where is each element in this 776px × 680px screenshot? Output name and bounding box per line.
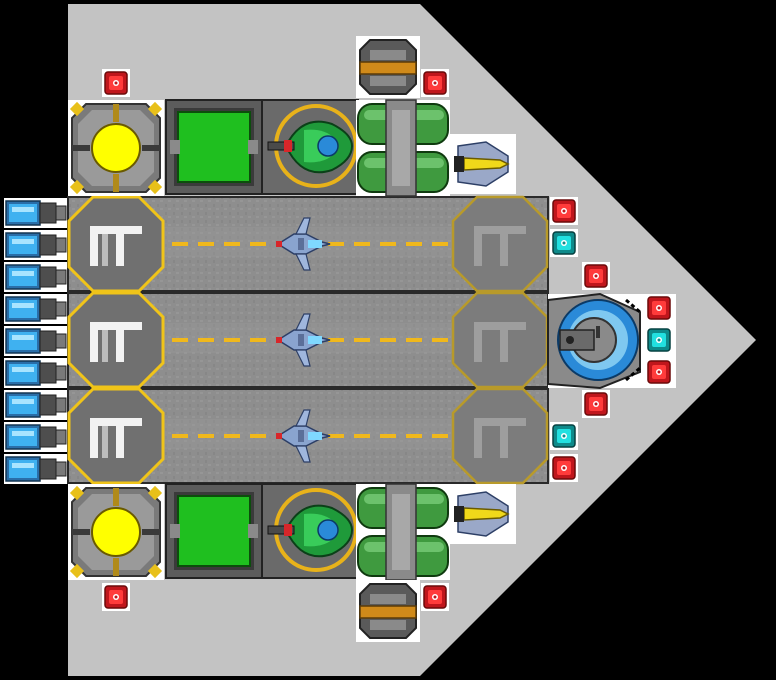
runway-dash	[432, 338, 448, 342]
power-node-red[interactable]	[420, 582, 450, 612]
command-bridge[interactable]	[547, 292, 676, 390]
runway-dash	[198, 338, 214, 342]
runway-dash	[354, 434, 370, 438]
power-node-cyan[interactable]	[549, 421, 579, 451]
hangar-bay-top[interactable]	[67, 195, 549, 293]
hangar-bays	[67, 195, 549, 485]
power-node-red[interactable]	[581, 261, 611, 291]
turret-icon[interactable]	[260, 482, 360, 580]
runway-dash	[380, 338, 396, 342]
launch-pad-icon	[67, 291, 165, 389]
runway-dash	[224, 242, 240, 246]
runway-dash	[224, 434, 240, 438]
runway-dash	[354, 242, 370, 246]
fuel-tank-icon[interactable]	[355, 483, 451, 581]
engine-nozzle-icon	[3, 261, 69, 293]
engine-nozzle-icon	[3, 357, 69, 389]
hangar-bay-middle[interactable]	[67, 291, 549, 389]
engine-nozzle-icon	[3, 325, 69, 357]
power-node-red[interactable]	[549, 453, 579, 483]
runway-dash	[172, 242, 188, 246]
power-node-red[interactable]	[644, 293, 674, 323]
thruster-pod-icon[interactable]	[449, 133, 517, 195]
runway-dash	[250, 434, 266, 438]
engine-nozzle-icon	[3, 389, 69, 421]
runway-dash	[380, 242, 396, 246]
runway-dash	[406, 338, 422, 342]
landing-pad-icon	[451, 195, 549, 293]
bridge-marker-icon	[625, 298, 641, 314]
engine-nozzle-icon	[3, 197, 69, 229]
runway-dash	[380, 434, 396, 438]
runway-dash	[354, 338, 370, 342]
runway-dash	[432, 242, 448, 246]
power-node-red[interactable]	[101, 68, 131, 98]
runway-dash	[328, 434, 344, 438]
power-node-red[interactable]	[644, 357, 674, 387]
power-node-cyan[interactable]	[549, 228, 579, 258]
launch-pad-icon	[67, 387, 165, 485]
reactor-icon[interactable]	[67, 483, 165, 581]
runway-dash	[328, 338, 344, 342]
engine-nozzle-icon	[3, 421, 69, 453]
power-node-red[interactable]	[581, 389, 611, 419]
runway-dash	[172, 338, 188, 342]
missile-launcher-icon[interactable]	[355, 35, 421, 99]
power-node-cyan[interactable]	[644, 325, 674, 355]
landing-pad-icon	[451, 387, 549, 485]
runway-dash	[250, 338, 266, 342]
runway-dash	[250, 242, 266, 246]
runway-dash	[406, 434, 422, 438]
launch-pad-icon	[67, 195, 165, 293]
engine-nozzle-icon	[3, 453, 69, 485]
runway-dash	[328, 242, 344, 246]
shield-generator-icon[interactable]	[165, 483, 263, 579]
hangar-bay-bottom[interactable]	[67, 387, 549, 485]
engine-nozzle-icon	[3, 293, 69, 325]
turret-icon[interactable]	[260, 98, 360, 196]
runway-dash	[198, 434, 214, 438]
runway-dash	[172, 434, 188, 438]
power-node-red[interactable]	[101, 582, 131, 612]
engine-bank	[3, 197, 69, 485]
runway-dash	[432, 434, 448, 438]
power-node-red[interactable]	[549, 196, 579, 226]
runway-dash	[224, 338, 240, 342]
power-node-red[interactable]	[420, 68, 450, 98]
runway-dash	[406, 242, 422, 246]
shield-generator-icon[interactable]	[165, 99, 263, 195]
landing-pad-icon	[451, 291, 549, 389]
reactor-icon[interactable]	[67, 99, 165, 197]
thruster-pod-icon[interactable]	[449, 483, 517, 545]
runway-dash	[198, 242, 214, 246]
engine-nozzle-icon	[3, 229, 69, 261]
fuel-tank-icon[interactable]	[355, 99, 451, 197]
missile-launcher-icon[interactable]	[355, 579, 421, 643]
